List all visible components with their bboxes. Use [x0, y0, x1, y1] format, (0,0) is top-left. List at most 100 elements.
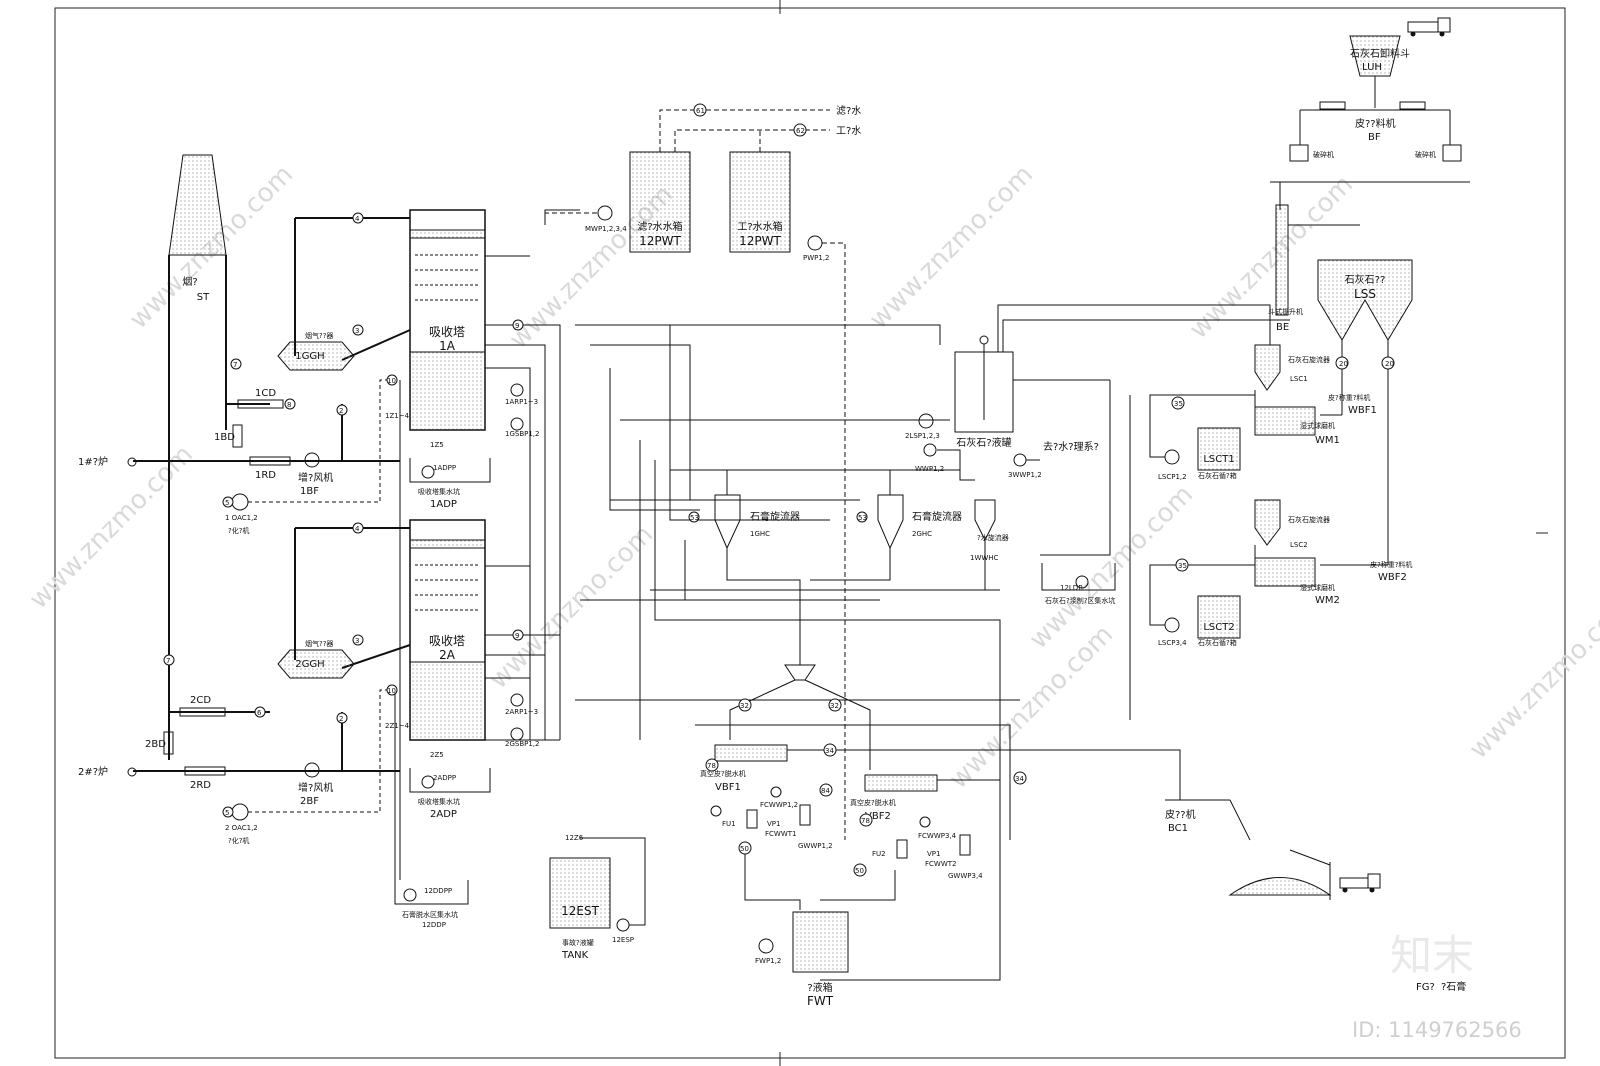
- ls-grind-lines: [1040, 380, 1256, 720]
- lsct2-name: 石灰石循?箱: [1198, 638, 1237, 647]
- ggh-2-name: 烟气??器: [305, 639, 333, 648]
- lsct1-name: 石灰石循?箱: [1198, 471, 1237, 480]
- utility-water-lines: [545, 109, 846, 840]
- vbf2-fcwwp: FCWWP3,4: [918, 832, 957, 840]
- utility-w1: 滤?水: [836, 104, 861, 117]
- stream-s32: 32: [740, 702, 749, 710]
- luh-name: 石灰石卸料斗: [1350, 47, 1410, 60]
- watermark-text: www.znzmo.com: [1024, 480, 1199, 655]
- est-sub: TANK: [561, 950, 589, 961]
- lsc2-tag: LSC2: [1290, 541, 1308, 549]
- vbf2-fcwwt: FCWWT2: [925, 860, 957, 868]
- ggh-1-tag: 1GGH: [295, 351, 324, 362]
- wwhc-tag: 1WWHC: [970, 554, 999, 562]
- pw-tank-tag: 12PWT: [739, 234, 781, 248]
- stream-s34: 34: [825, 747, 834, 755]
- pit-1-name: 吸收塔集水坑: [418, 487, 460, 496]
- stream-s2: 2: [339, 407, 343, 415]
- stream-s9b: 9: [515, 632, 519, 640]
- stream-s9: 9: [515, 322, 519, 330]
- lscp2-tag: LSCP3,4: [1158, 639, 1187, 647]
- wwp-tag: WWP1,2: [915, 465, 944, 473]
- stream-marker: [1381, 356, 1395, 370]
- ww-cyclone: ?水旋流器 1WWHC WWP1,2 3WWP1,2 去?水?理系?: [915, 441, 1099, 562]
- mw-tank-name: 滤?水水箱: [637, 220, 682, 233]
- bc-name: 皮??机: [1165, 808, 1196, 821]
- air-lines: [248, 379, 395, 813]
- stream-s5b: 5: [225, 809, 229, 817]
- wm2-name: 湿式球磨机: [1300, 583, 1335, 592]
- drawing-border: [54, 7, 1566, 1059]
- watermark-text: www.znzmo.com: [944, 620, 1119, 795]
- vacuum-belt-filter-2: 真空皮?脱水机 VBF2 FCWWP3,4 VP1 FCWWT2 GWWP3,4…: [850, 774, 983, 880]
- watermark-text: www.znzmo.com: [24, 440, 199, 615]
- stream-marker: [793, 123, 807, 137]
- bc-tag: BC1: [1168, 823, 1188, 834]
- absorber-1a: 吸收塔 1A 1Z1~4 1ARP1~3 1GSBP1,2: [385, 209, 539, 438]
- watermark-text: www.znzmo.com: [864, 160, 1039, 335]
- stream-s4b: 4: [355, 525, 360, 533]
- wbf2-name: 皮?称重?料机: [1370, 560, 1412, 569]
- est-name: 事故?液罐: [562, 938, 594, 947]
- stream-marker: [127, 457, 137, 467]
- pit-2-pump: 2ADPP: [433, 774, 456, 782]
- watermark-text: www.znzmo.com: [1464, 590, 1600, 765]
- wm2-tag: WM2: [1315, 595, 1340, 606]
- vbf2-name: 真空皮?脱水机: [850, 798, 896, 807]
- bf-name: 皮??料机: [1355, 117, 1396, 130]
- silo-lines: [1320, 340, 1389, 566]
- pit-1-agitator: 1Z5: [430, 441, 444, 449]
- ls-cyclone-2: 石灰石旋流器 LSC2: [1254, 499, 1330, 549]
- est-line: [580, 837, 646, 926]
- stream-s7b: 7: [166, 657, 170, 665]
- filter-lines: [695, 724, 1181, 910]
- fwp-tag: FWP1,2: [755, 957, 781, 965]
- absorber-2a: 吸收塔 2A 2Z1~4 2ARP1~3 2GSBP1,2: [385, 519, 539, 748]
- stream-s35b: 35: [1178, 562, 1187, 570]
- gyp-pit-name: 石膏脱水区集水坑: [402, 910, 458, 919]
- gyp-pit-pump: 12DDPP: [424, 887, 452, 895]
- absorber-2a-agitator: 2Z1~4: [385, 722, 410, 730]
- vbf1-name: 真空皮?脱水机: [700, 769, 746, 778]
- damper-1rd: 1RD: [255, 470, 276, 481]
- ghc2-tag: 2GHC: [912, 530, 932, 538]
- stream-s78b: 78: [861, 817, 870, 825]
- wwhc-name: ?水旋流器: [977, 533, 1009, 542]
- vbf1-vp: VP1: [767, 820, 780, 828]
- lss-tag: LSS: [1354, 287, 1376, 301]
- stream-s20b: 20: [1385, 360, 1394, 368]
- gyp-pit-tag: 12DDP: [422, 921, 446, 929]
- stream-s3: 3: [355, 327, 359, 335]
- ls-cyclone-1: 石灰石旋流器 LSC1: [1254, 344, 1330, 391]
- damper-2rd: 2RD: [190, 780, 211, 791]
- lsc1-name: 石灰石旋流器: [1288, 355, 1330, 364]
- to-treatment: 去?水?理系?: [1043, 441, 1099, 453]
- stream-marker: [693, 103, 707, 117]
- wwp3-tag: 3WWP1,2: [1008, 471, 1042, 479]
- stream-s78: 78: [707, 762, 716, 770]
- watermark-text: www.znzmo.com: [484, 520, 659, 695]
- absorber-1a-pumps: 1ARP1~3: [505, 398, 538, 406]
- pw-tank-name: 工?水水箱: [737, 220, 782, 233]
- mw-tank-tag: 12PWT: [639, 234, 681, 248]
- stack-tag: ST: [197, 292, 210, 303]
- lss-name: 石灰石??: [1345, 273, 1386, 286]
- ghc1-tag: 1GHC: [750, 530, 770, 538]
- stream-s50: 50: [740, 845, 749, 853]
- vbf1-fcwwt: FCWWT1: [765, 830, 797, 838]
- luh-tag: LUH: [1362, 62, 1382, 73]
- ls-pit-name: 石灰石?浆制?区集水坑: [1045, 596, 1115, 605]
- stream-s32b: 32: [830, 702, 839, 710]
- fan-oac1: 1 OAC1,2: [225, 514, 258, 522]
- fan-1bf-name: 增?风机: [298, 471, 333, 484]
- process-lines: [394, 209, 1020, 981]
- stream-s53b: 53: [858, 514, 867, 522]
- fan-oac-name: ?化?机: [228, 526, 249, 535]
- stream-marker: [1335, 356, 1349, 370]
- boiler-2-label: 2#?炉: [78, 766, 108, 778]
- limestone-pit: 12LDP 石灰石?浆制?区集水坑: [1041, 563, 1116, 605]
- damper-1cd: 1CD: [255, 388, 276, 399]
- damper-2bd: 2BD: [145, 739, 166, 750]
- ls-pit-tag: 12LDP: [1060, 584, 1082, 592]
